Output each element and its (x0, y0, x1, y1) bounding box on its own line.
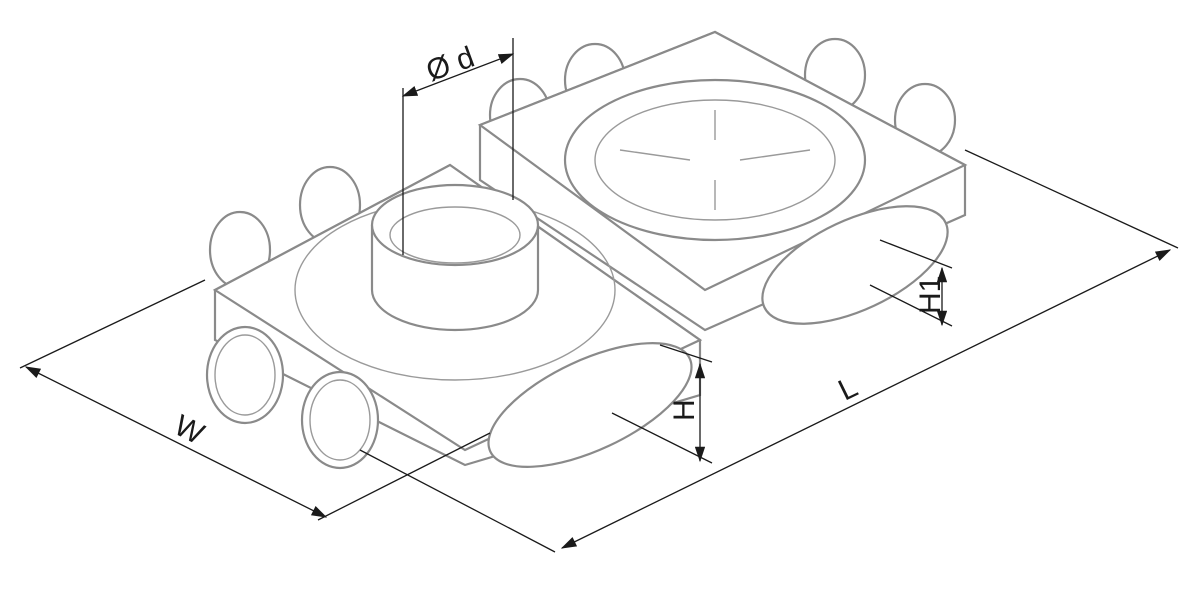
right-box-lid (563, 78, 867, 242)
dimension-height1: H1 (869, 239, 953, 327)
width-label: W (169, 409, 210, 452)
height1-label: H1 (914, 276, 947, 314)
length-label: L (833, 370, 862, 407)
height-label: H (668, 399, 701, 421)
diameter-label: Ø d (422, 41, 479, 89)
dimension-height: H (611, 344, 713, 464)
round-spigot-front-1 (205, 325, 285, 425)
